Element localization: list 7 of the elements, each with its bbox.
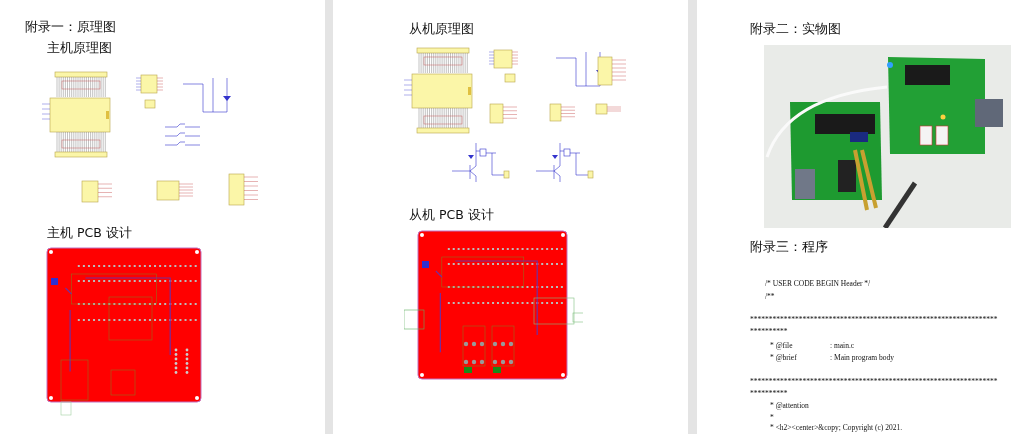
- chapter-heading: 附录二：实物图: [750, 22, 841, 37]
- section-heading: 从机 PCB 设计: [409, 208, 494, 223]
- chapter-heading: 附录三：程序: [750, 240, 828, 255]
- section-heading: 主机 PCB 设计: [47, 226, 132, 241]
- section-heading: 主机原理图: [47, 41, 112, 56]
- chapter-heading: 附录一：原理图: [25, 20, 116, 35]
- section-heading: 从机原理图: [409, 22, 474, 37]
